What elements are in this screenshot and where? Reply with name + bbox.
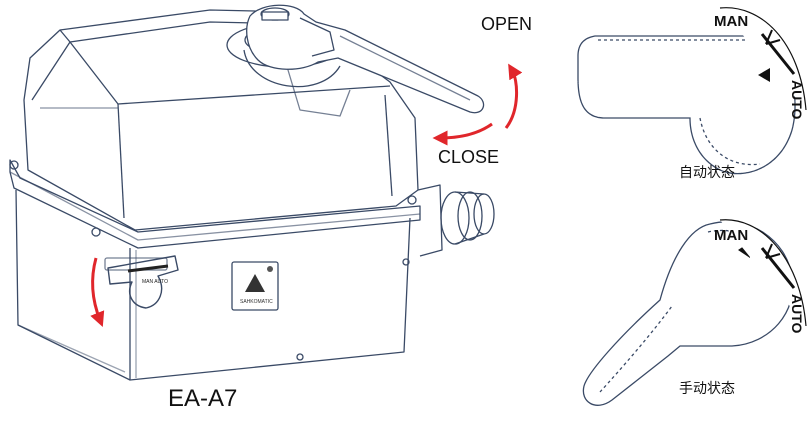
close-label: CLOSE bbox=[438, 147, 500, 167]
wrench-icon bbox=[246, 4, 485, 114]
manual-state-caption: 手动状态 bbox=[679, 381, 735, 397]
svg-text:MAN AUTO: MAN AUTO bbox=[142, 279, 168, 285]
cable-gland bbox=[417, 184, 495, 257]
warning-label-icon: SAHKOMATIC bbox=[231, 261, 279, 311]
pointer-triangle-icon bbox=[758, 68, 770, 82]
open-label: OPEN bbox=[481, 14, 533, 34]
auto-state-dial bbox=[577, 7, 807, 175]
rotation-arrow-icon bbox=[90, 63, 523, 327]
auto-state-caption: 自动状态 bbox=[679, 165, 735, 181]
manual-lever bbox=[107, 255, 179, 309]
actuator-illustration: MAN AUTO SAHKOMATIC bbox=[9, 9, 495, 381]
svg-text:SAHKOMATIC: SAHKOMATIC bbox=[240, 299, 273, 305]
lever-direction-arrow bbox=[90, 257, 105, 327]
open-arrow bbox=[504, 63, 523, 129]
dial-man-label-bottom: MAN bbox=[714, 227, 748, 244]
dial-man-label-top: MAN bbox=[714, 13, 748, 30]
model-label: EA-A7 bbox=[168, 385, 238, 412]
dial-auto-label-bottom: AUTO bbox=[789, 294, 805, 334]
actuator-top-cover bbox=[23, 9, 419, 231]
man-auto-scale bbox=[719, 7, 807, 111]
manual-state-dial bbox=[582, 219, 807, 406]
close-arrow bbox=[432, 122, 493, 146]
man-auto-scale bbox=[719, 219, 807, 327]
actuator-lower-body bbox=[15, 189, 411, 381]
dial-auto-label-top: AUTO bbox=[789, 80, 805, 120]
actuator-flange bbox=[9, 159, 421, 249]
